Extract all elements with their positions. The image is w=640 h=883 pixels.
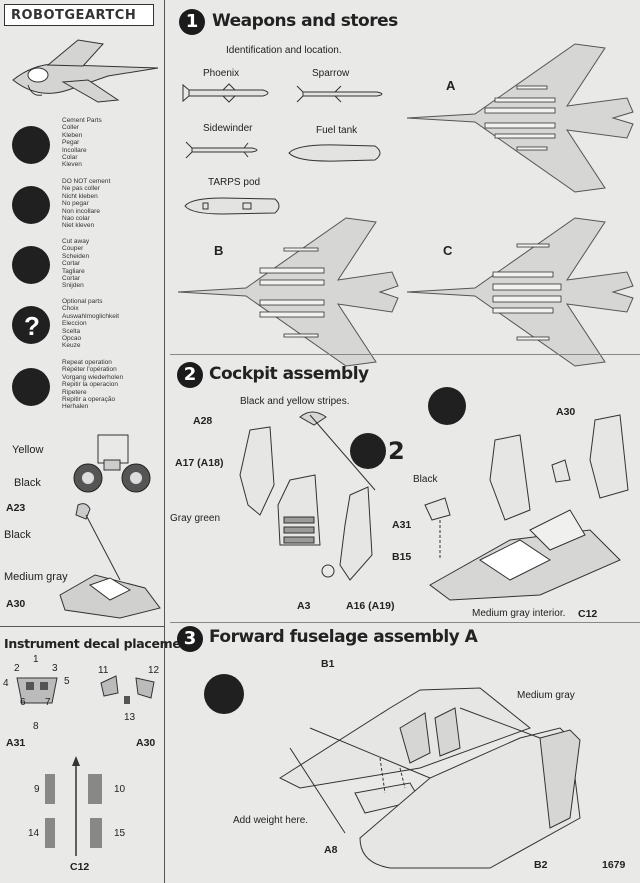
step-1-divider bbox=[170, 354, 640, 355]
medium-gray-label-step3: Medium gray bbox=[517, 690, 575, 701]
add-weight-label: Add weight here. bbox=[233, 815, 309, 826]
step-3-number: 3 bbox=[177, 626, 203, 652]
decal-panel-a30 bbox=[100, 675, 155, 704]
decal-14: 14 bbox=[28, 828, 40, 839]
step-1-subtitle: Identification and location. bbox=[226, 45, 342, 56]
part-a3-label: A3 bbox=[297, 600, 311, 612]
decal-12: 12 bbox=[148, 665, 160, 676]
header-logo: ROBOTGEARTCH bbox=[4, 4, 154, 26]
decal-1: 1 bbox=[33, 654, 39, 665]
no-cement-icon bbox=[12, 186, 50, 224]
part-a30-label-left: A30 bbox=[6, 598, 26, 610]
decal-section-divider bbox=[0, 626, 164, 627]
black-label-step2: Black bbox=[413, 474, 438, 485]
part-b2-label: B2 bbox=[534, 859, 548, 871]
part-a8-label: A8 bbox=[324, 844, 338, 856]
config-c-label: C bbox=[443, 243, 453, 258]
phoenix-label: Phoenix bbox=[203, 68, 240, 79]
part-a31-label: A31 bbox=[392, 519, 412, 531]
forward-fuselage-assembly bbox=[278, 687, 581, 869]
cement-icon bbox=[12, 126, 50, 164]
ejection-seat-parts bbox=[239, 411, 376, 581]
label-black-1: Black bbox=[14, 477, 41, 489]
repeat-operation-step-icon bbox=[350, 433, 386, 469]
decal-section-title: Instrument decal placement bbox=[4, 636, 195, 651]
step-1-number: 1 bbox=[179, 9, 205, 35]
config-b-label: B bbox=[214, 243, 224, 258]
step-1-title: Weapons and stores bbox=[212, 11, 398, 31]
step-2-title: Cockpit assembly bbox=[209, 364, 369, 384]
cut-away-icon bbox=[12, 246, 50, 284]
decal-panel-c12 bbox=[45, 756, 102, 856]
aircraft-cartoon-illustration bbox=[12, 39, 159, 103]
fuel-tank-label: Fuel tank bbox=[316, 125, 358, 136]
decal-9: 9 bbox=[34, 784, 40, 795]
decal-13: 13 bbox=[124, 712, 136, 723]
repeat-operation-icon bbox=[12, 368, 50, 406]
repeat-count: 2 bbox=[388, 437, 405, 465]
page-number: 1679 bbox=[602, 859, 626, 871]
cement-step-2-icon bbox=[428, 387, 466, 425]
aircraft-config-b bbox=[177, 217, 399, 367]
step-2-number: 2 bbox=[177, 362, 203, 388]
decal-a30-label: A30 bbox=[136, 737, 156, 749]
label-medium-gray: Medium gray bbox=[4, 571, 68, 583]
decal-8: 8 bbox=[33, 721, 39, 732]
part-a28-label: A28 bbox=[193, 415, 213, 427]
decal-10: 10 bbox=[114, 784, 126, 795]
part-b1-label: B1 bbox=[321, 658, 335, 670]
decal-c12-label: C12 bbox=[70, 861, 90, 873]
landing-gear-illustration bbox=[73, 434, 151, 493]
question-mark-glyph: ? bbox=[24, 311, 40, 341]
column-divider bbox=[164, 0, 165, 883]
decal-6: 6 bbox=[20, 697, 26, 708]
decal-a31-label: A31 bbox=[6, 737, 26, 749]
decal-5: 5 bbox=[64, 676, 70, 687]
sparrow-label: Sparrow bbox=[312, 68, 350, 79]
optional-parts-legend-text: Optional parts Choix Auswahlmoglichkeit … bbox=[62, 298, 120, 350]
decal-4: 4 bbox=[3, 678, 9, 689]
tarps-pod bbox=[184, 197, 280, 215]
decal-2: 2 bbox=[14, 663, 20, 674]
part-a30-label-step2: A30 bbox=[556, 406, 576, 418]
fuel-tank bbox=[288, 144, 381, 162]
part-b15-label: B15 bbox=[392, 551, 412, 563]
sidewinder-label: Sidewinder bbox=[203, 123, 253, 134]
cockpit-tub-assembly bbox=[424, 414, 629, 601]
no-cement-legend-text: DO NOT cement Ne pas coller Nicht kleben… bbox=[62, 178, 111, 230]
cement-legend-text: Cement Parts Coller Kleben Pegar Incolla… bbox=[62, 117, 102, 169]
step-3-title: Forward fuselage assembly A bbox=[209, 627, 478, 647]
config-a-label: A bbox=[446, 78, 456, 93]
seat-base-illustration bbox=[59, 503, 161, 619]
interior-label: Medium gray interior. bbox=[472, 608, 566, 619]
part-a17-label: A17 (A18) bbox=[175, 457, 224, 469]
decal-15: 15 bbox=[114, 828, 126, 839]
decal-3: 3 bbox=[52, 663, 58, 674]
sidewinder-missile bbox=[185, 141, 258, 159]
repeat-operation-legend-text: Repeat operation Répéter l'opération Vor… bbox=[62, 359, 124, 411]
label-black-2: Black bbox=[4, 529, 31, 541]
optional-parts-icon bbox=[12, 306, 50, 344]
stripes-label: Black and yellow stripes. bbox=[240, 396, 350, 407]
decal-11: 11 bbox=[98, 665, 109, 676]
part-a16-label: A16 (A19) bbox=[346, 600, 395, 612]
part-a23-label: A23 bbox=[6, 502, 26, 514]
cut-away-legend-text: Cut away Couper Scheiden Cortar Tagliare… bbox=[62, 238, 90, 290]
label-yellow: Yellow bbox=[12, 444, 44, 456]
decal-7: 7 bbox=[45, 697, 51, 708]
aircraft-config-c bbox=[406, 217, 634, 367]
part-c12-label: C12 bbox=[578, 608, 598, 620]
sparrow-missile bbox=[296, 85, 383, 103]
phoenix-missile bbox=[182, 83, 269, 103]
logo-text: ROBOTGEARTCH bbox=[11, 8, 137, 23]
step-2-divider bbox=[170, 622, 640, 623]
cement-step-3-icon bbox=[204, 674, 244, 714]
aircraft-config-a bbox=[406, 43, 634, 193]
tarps-pod-label: TARPS pod bbox=[208, 177, 261, 188]
gray-green-label: Gray green bbox=[170, 513, 221, 524]
decal-panel-a31 bbox=[16, 677, 58, 704]
